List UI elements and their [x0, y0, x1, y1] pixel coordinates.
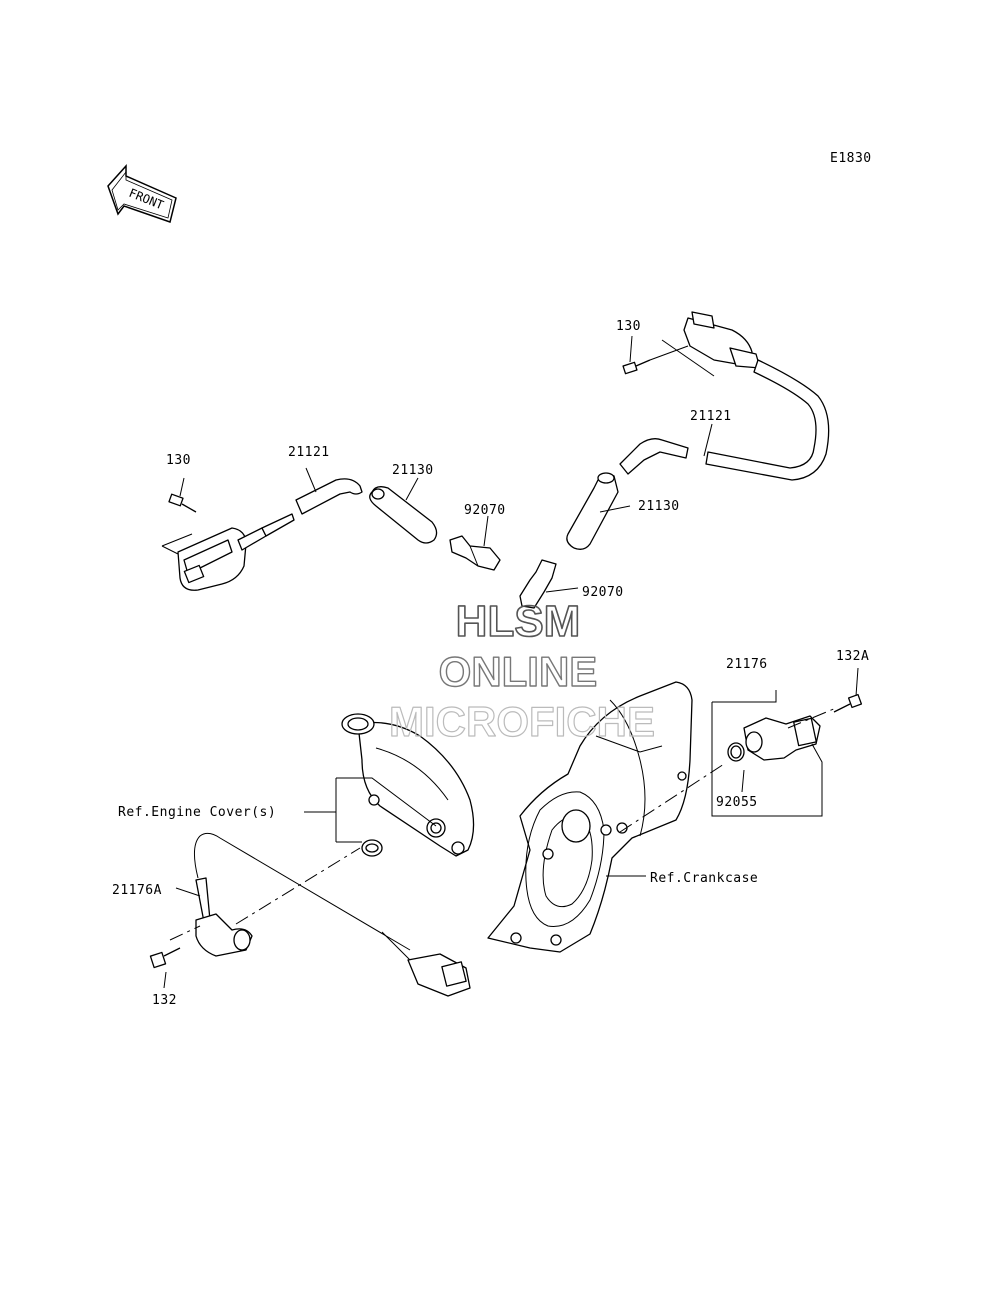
crank-sensor-bolt — [149, 947, 181, 989]
label-21130-right: 21130 — [638, 499, 680, 514]
engine-cover-bracket — [335, 777, 437, 843]
label-engine-cover: Ref.Engine Cover(s) — [118, 805, 276, 820]
crankcase — [487, 681, 693, 953]
watermark-line-3: MICROFICHE — [389, 698, 655, 745]
crank-position-sensor — [194, 832, 411, 957]
engine-cover — [341, 713, 475, 857]
spark-plug-right — [519, 559, 579, 609]
sensor-axis-dash — [619, 763, 725, 833]
watermark-line-1: HLSM — [456, 597, 581, 646]
label-132A: 132A — [836, 649, 869, 664]
coil-bolt-right — [622, 335, 651, 375]
plug-cap-right — [566, 472, 631, 550]
engine-cover-oring — [361, 839, 383, 857]
label-crankcase: Ref.Crankcase — [650, 871, 758, 886]
label-21176: 21176 — [726, 657, 768, 672]
label-21176A: 21176A — [112, 883, 162, 898]
label-21121-right: 21121 — [690, 409, 732, 424]
label-21130-left: 21130 — [392, 463, 434, 478]
label-21121-left: 21121 — [288, 445, 330, 460]
diagram-code: E1830 — [830, 151, 872, 166]
sensor-bolt — [833, 667, 863, 713]
spark-plug-left — [449, 515, 501, 571]
crank-sensor-connector — [381, 931, 471, 997]
ignition-coil-left — [161, 513, 295, 591]
cam-position-sensor — [743, 715, 821, 761]
plug-cap-left — [369, 477, 438, 544]
watermark: HLSM ONLINE MICROFICHE — [388, 596, 655, 745]
ignition-coil-right — [649, 311, 830, 481]
crank-sensor-axis-dash — [235, 847, 361, 925]
coil-bolt-left — [168, 477, 197, 513]
label-92070-right: 92070 — [582, 585, 624, 600]
label-130-right: 130 — [616, 319, 641, 334]
front-arrow-icon: FRONT — [107, 164, 177, 223]
sensor-oring — [727, 742, 745, 762]
plug-cap-hose-right — [619, 423, 713, 475]
label-92070-left: 92070 — [464, 503, 506, 518]
label-130-left: 130 — [166, 453, 191, 468]
label-92055: 92055 — [716, 795, 758, 810]
plug-cap-hose-left — [295, 467, 363, 515]
watermark-line-2: ONLINE — [439, 648, 598, 695]
label-132: 132 — [152, 993, 177, 1008]
sensor-bracket — [711, 690, 823, 817]
